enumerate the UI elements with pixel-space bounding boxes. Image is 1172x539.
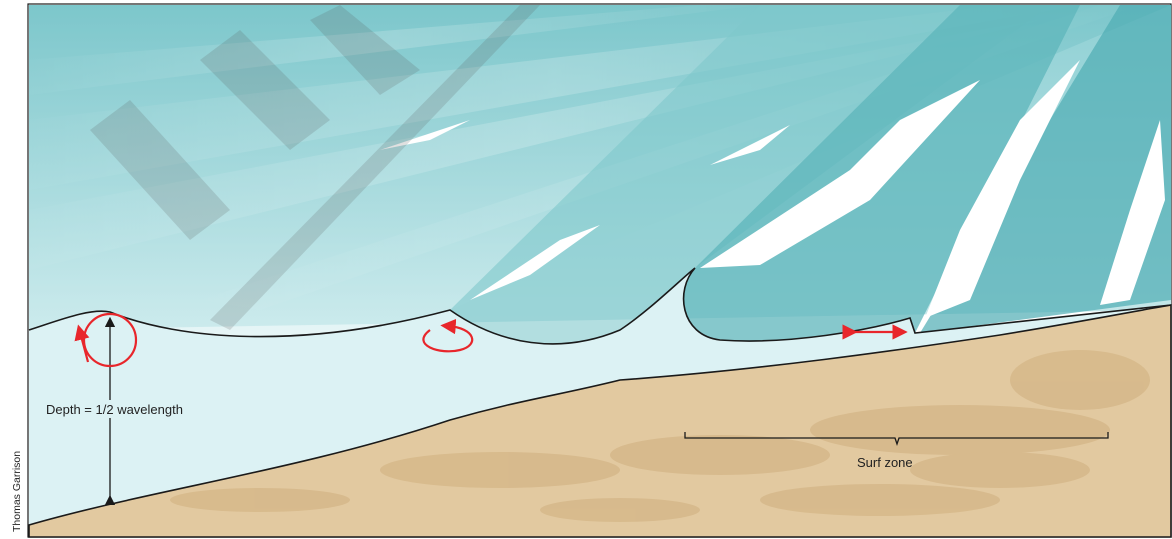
surf-zone-label: Surf zone [857, 455, 913, 470]
depth-label: Depth = 1/2 wavelength [46, 402, 183, 417]
photo-credit: Thomas Garrison [11, 451, 23, 532]
